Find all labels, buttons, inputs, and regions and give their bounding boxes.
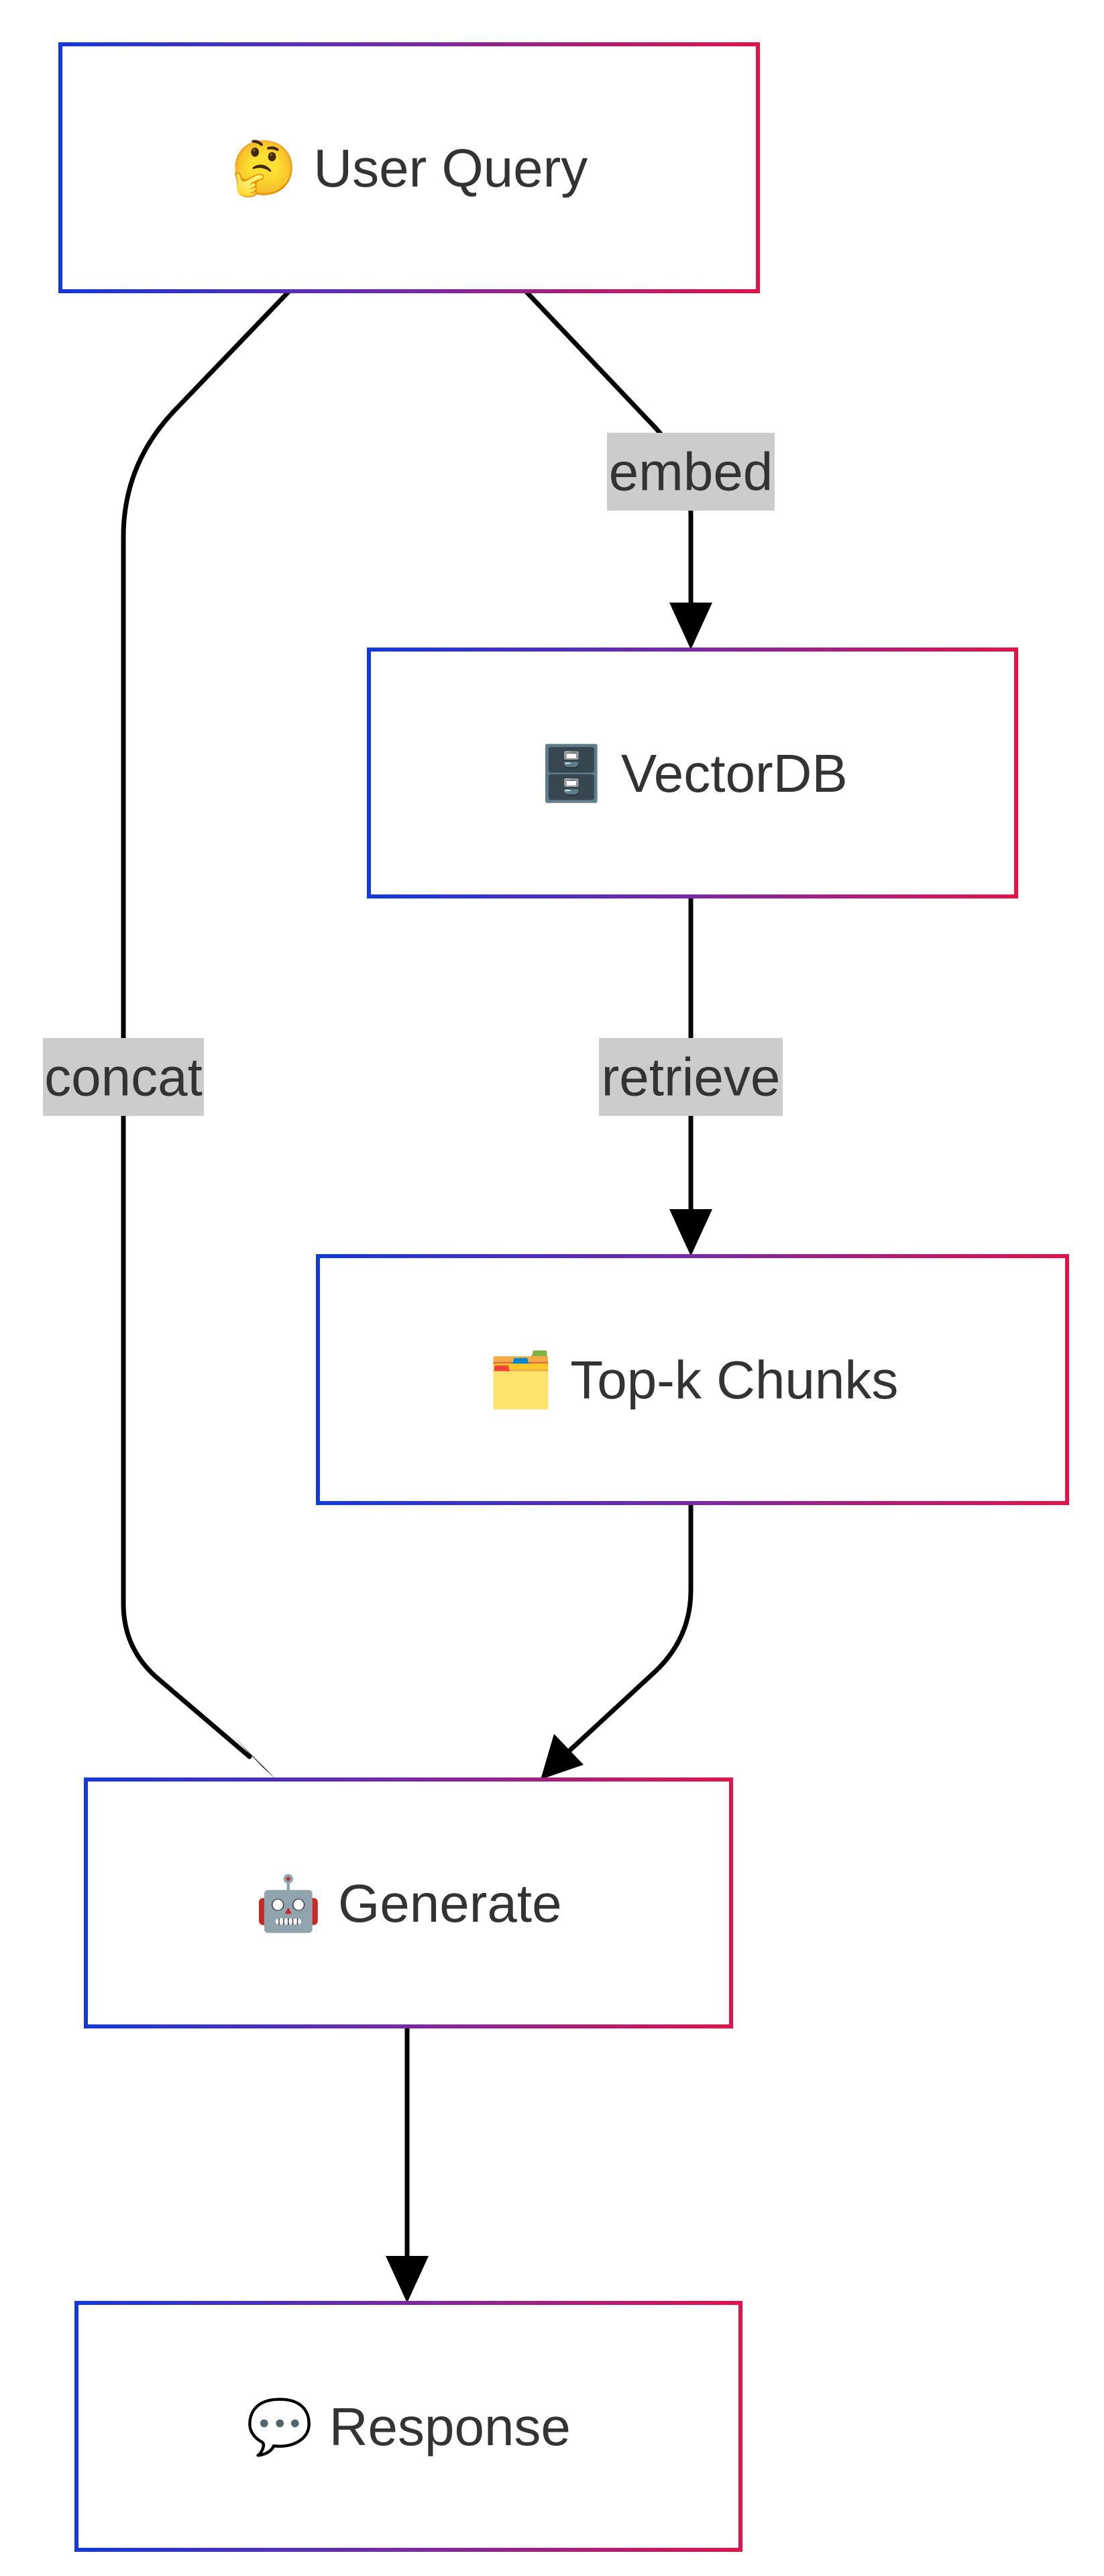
- node-topk-chunks: 🗂️Top-k Chunks: [316, 1254, 1069, 1505]
- node-vectordb-box: [367, 648, 1018, 898]
- edge-label-embed-bg: [607, 433, 775, 511]
- node-vectordb-text: VectorDB: [621, 743, 848, 803]
- edge-label-concat-bg: [43, 1038, 204, 1116]
- node-generate-label: 🤖 Generate: [255, 1873, 561, 1934]
- thinking-face-icon: 🤔: [231, 138, 298, 199]
- edge-label-embed-text: embed: [609, 442, 773, 502]
- node-user-query-label: 🤔User Query: [231, 138, 588, 199]
- edge-label-embed: embed: [607, 433, 775, 511]
- edge-label-concat-text: concat: [44, 1047, 203, 1107]
- node-topk-chunks-label: 🗂️Top-k Chunks: [488, 1349, 899, 1410]
- node-generate: 🤖 Generate: [84, 1778, 733, 2028]
- edge-concat: [121, 287, 293, 1759]
- edges-layer: [121, 287, 712, 2303]
- node-topk-chunks-text: Top-k Chunks: [570, 1350, 898, 1410]
- file-cabinet-icon: 🗄️: [538, 743, 605, 804]
- node-user-query: 🤔User Query: [58, 42, 760, 293]
- arrowhead-chunks-to-generate: [541, 1734, 584, 1780]
- edge-chunks-to-generate: [566, 1499, 694, 1754]
- card-index-dividers-icon: 🗂️: [488, 1349, 555, 1410]
- node-response-box: [74, 2301, 742, 2552]
- robot-icon: 🤖: [255, 1873, 322, 1934]
- node-generate-text: Generate: [338, 1873, 562, 1933]
- arrowhead-retrieve: [669, 1209, 712, 1256]
- node-vectordb-label: 🗄️ VectorDB: [538, 743, 848, 804]
- node-user-query-box: [58, 42, 760, 293]
- arrowhead-embed: [669, 603, 712, 650]
- edge-label-retrieve: retrieve: [599, 1038, 783, 1116]
- edge-label-retrieve-text: retrieve: [602, 1047, 781, 1107]
- node-vectordb: 🗄️ VectorDB: [367, 648, 1018, 898]
- node-generate-box: [84, 1778, 733, 2028]
- arrowhead-concat: [233, 1737, 276, 1780]
- node-response-label: 💬 Response: [246, 2396, 571, 2457]
- edge-label-retrieve-bg: [599, 1038, 783, 1116]
- node-topk-chunks-box: [316, 1254, 1069, 1505]
- node-response-text: Response: [329, 2397, 571, 2457]
- node-user-query-text: User Query: [313, 138, 588, 198]
- speech-balloon-icon: 💬: [246, 2396, 313, 2457]
- arrowhead-generate-to-response: [386, 2256, 429, 2303]
- node-response: 💬 Response: [74, 2301, 742, 2552]
- edge-label-concat: concat: [43, 1038, 204, 1116]
